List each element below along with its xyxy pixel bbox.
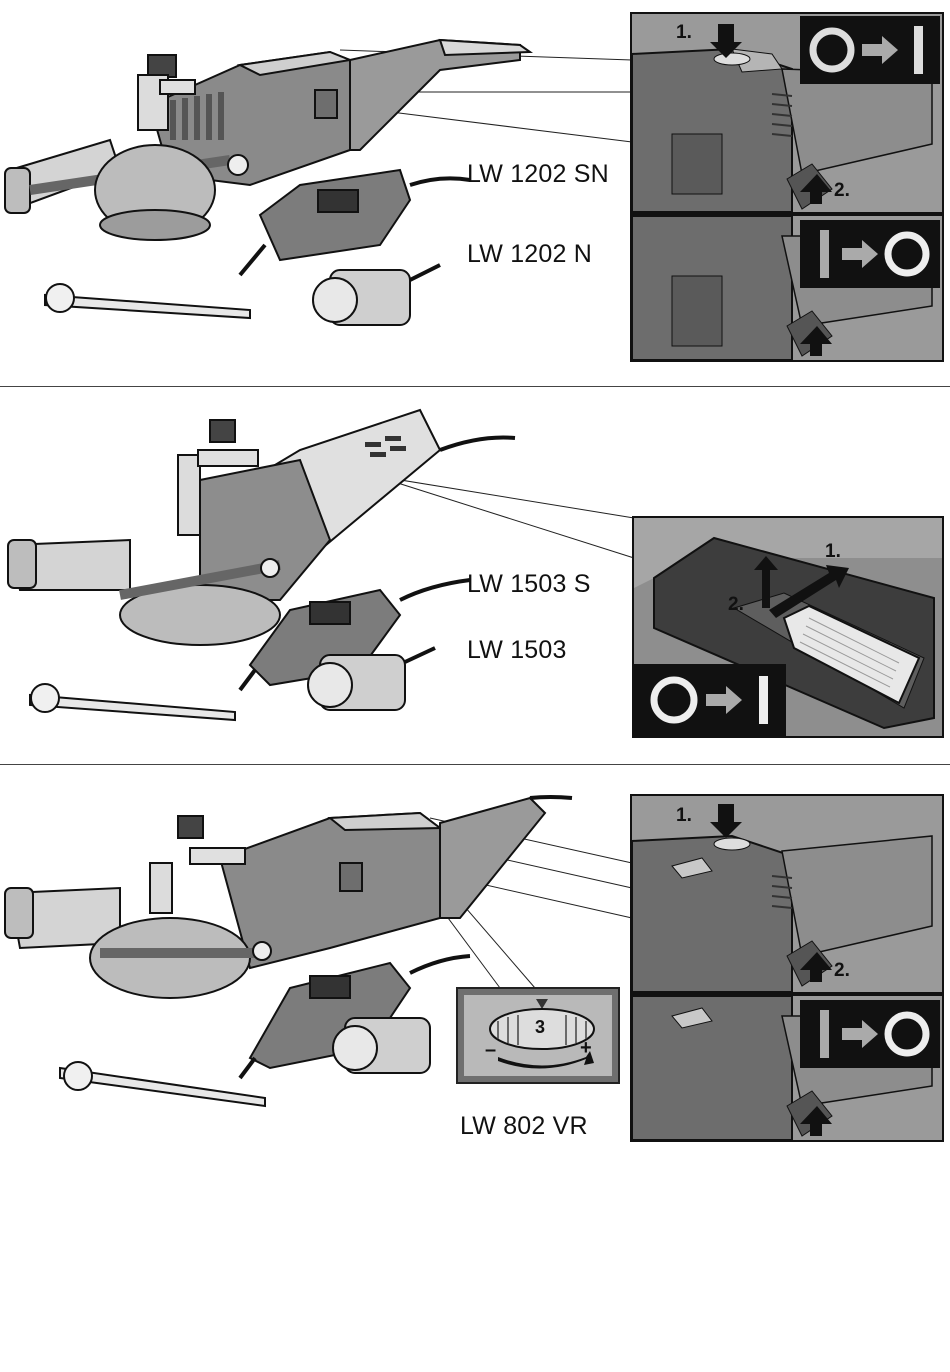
dial-plus: +: [580, 1037, 592, 1060]
dial-minus: –: [485, 1039, 496, 1062]
section-divider: [0, 764, 950, 765]
step-2-label: 2.: [834, 960, 850, 982]
step-2-label: 2.: [728, 594, 744, 616]
model-label-lw1503: LW 1503: [467, 636, 567, 665]
model-label-lw1202n: LW 1202 N: [467, 240, 592, 269]
model-label-lw1202sn: LW 1202 SN: [467, 160, 609, 189]
step-2-label: 2.: [834, 180, 850, 202]
section-divider: [0, 386, 950, 387]
step-1-label: 1.: [676, 805, 692, 827]
detail-switch-off-lw1202: [630, 214, 944, 362]
step-1-label: 1.: [676, 22, 692, 44]
model-label-lw802vr: LW 802 VR: [460, 1112, 588, 1141]
step-1-label: 1.: [825, 541, 841, 563]
speed-dial-detail: 3 – +: [456, 987, 620, 1084]
model-label-lw1503s: LW 1503 S: [467, 570, 591, 599]
detail-switch-off-lw802vr: [630, 994, 944, 1142]
detail-slide-switch-lw1503: [632, 516, 944, 738]
dial-value: 3: [535, 1017, 545, 1038]
